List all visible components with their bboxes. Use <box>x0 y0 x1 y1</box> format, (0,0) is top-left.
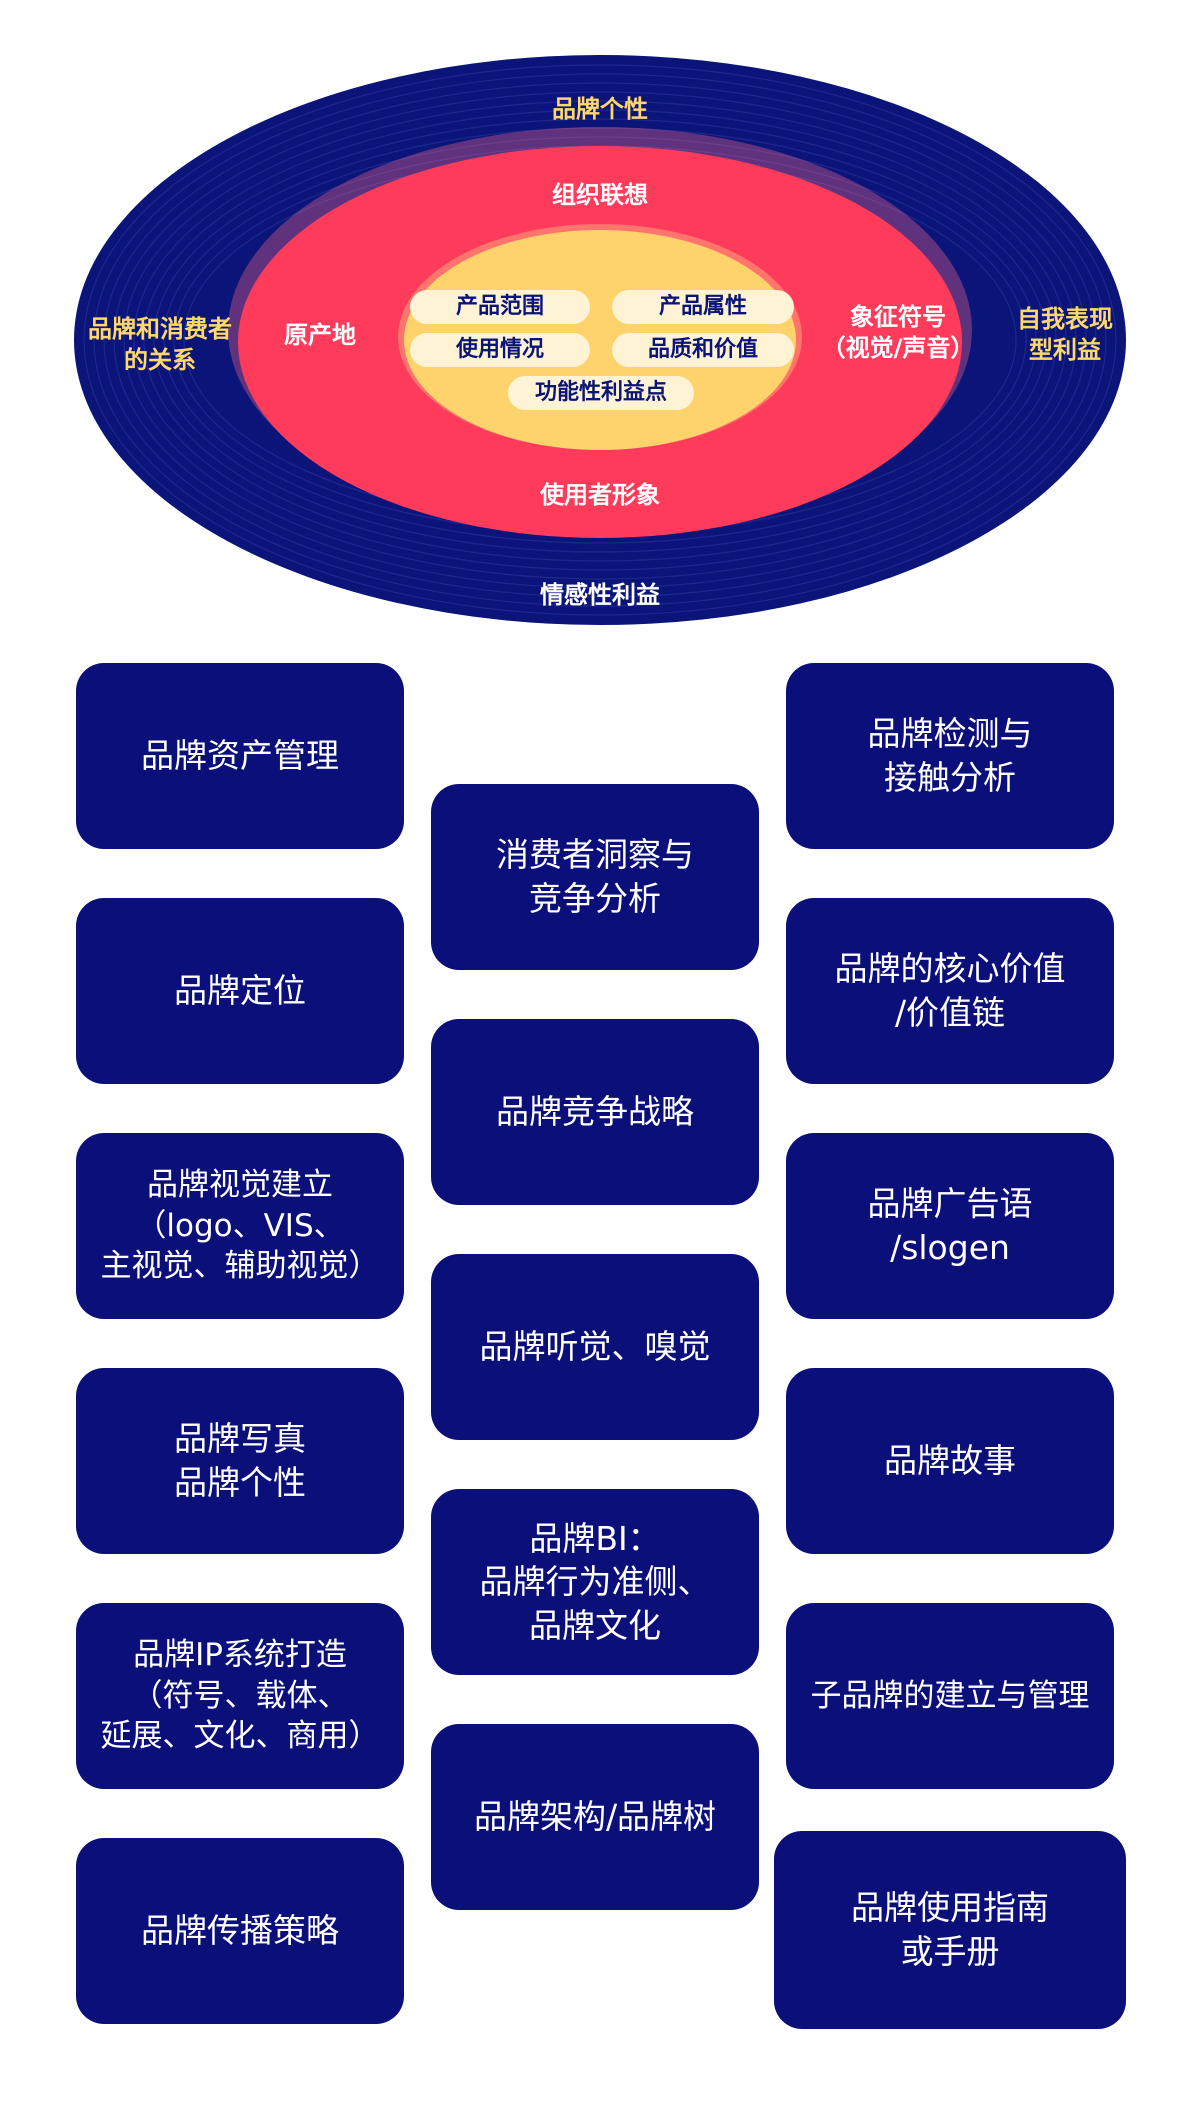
brand-identity-ellipse-diagram <box>74 55 1126 625</box>
box-brand-core-value: 品牌的核心价值 /价值链 <box>786 898 1114 1084</box>
middle-label-bottom: 使用者形象 <box>540 481 660 509</box>
core-pill-product-attributes: 产品属性 <box>612 290 794 324</box>
box-brand-hearing-smell: 品牌听觉、嗅觉 <box>431 1254 759 1440</box>
box-brand-story: 品牌故事 <box>786 1368 1114 1554</box>
core-ellipse <box>404 230 796 450</box>
box-sub-brand-management: 子品牌的建立与管理 <box>786 1603 1114 1789</box>
core-pill-functional-benefit: 功能性利益点 <box>508 376 694 410</box>
outer-label-left: 品牌和消费者 的关系 <box>88 315 232 375</box>
core-pill-product-range: 产品范围 <box>410 290 590 324</box>
middle-label-right: 象征符号 （视觉/声音） <box>821 303 975 363</box>
box-brand-architecture: 品牌架构/品牌树 <box>431 1724 759 1910</box>
middle-label-top: 组织联想 <box>552 181 648 209</box>
box-brand-ip-system: 品牌IP系统打造 （符号、载体、 延展、文化、商用） <box>76 1603 404 1789</box>
box-brand-communication-strategy: 品牌传播策略 <box>76 1838 404 2024</box>
box-brand-competitive-strategy: 品牌竞争战略 <box>431 1019 759 1205</box>
middle-label-left: 原产地 <box>284 321 356 349</box>
box-brand-guidelines: 品牌使用指南 或手册 <box>774 1831 1126 2029</box>
box-brand-detection: 品牌检测与 接触分析 <box>786 663 1114 849</box>
box-brand-positioning: 品牌定位 <box>76 898 404 1084</box>
box-brand-asset-management: 品牌资产管理 <box>76 663 404 849</box>
box-brand-bi: 品牌BI： 品牌行为准侧、 品牌文化 <box>431 1489 759 1675</box>
outer-label-bottom: 情感性利益 <box>540 581 660 609</box>
box-brand-visual-identity: 品牌视觉建立 （logo、VIS、 主视觉、辅助视觉） <box>76 1133 404 1319</box>
outer-label-right: 自我表现 型利益 <box>1017 305 1113 365</box>
core-pill-usage: 使用情况 <box>410 333 590 367</box>
box-brand-slogan: 品牌广告语 /slogen <box>786 1133 1114 1319</box>
box-brand-portrait-personality: 品牌写真 品牌个性 <box>76 1368 404 1554</box>
outer-ring-stripes <box>83 64 1117 616</box>
core-pill-quality-value: 品质和价值 <box>612 333 794 367</box>
outer-label-top: 品牌个性 <box>552 95 648 123</box>
box-consumer-insight: 消费者洞察与 竞争分析 <box>431 784 759 970</box>
